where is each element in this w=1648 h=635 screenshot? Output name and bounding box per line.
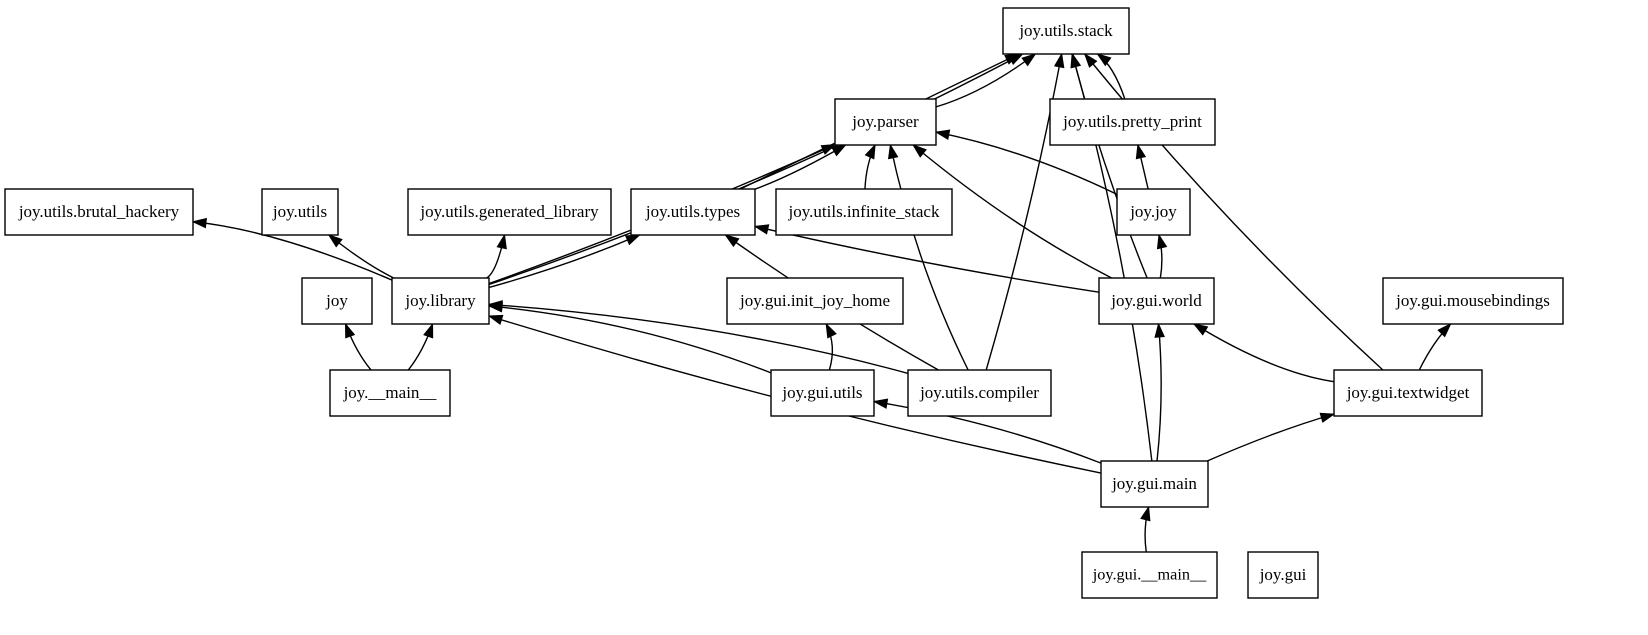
node-box-joy.gui.init_joy_home[interactable] (726, 277, 904, 325)
edge-arrowhead (911, 144, 927, 158)
node-joy.utils.brutal_hackery[interactable]: joy.utils.brutal_hackery (4, 188, 194, 236)
edge-joy.gui.main-to-joy.gui.textwidget (1206, 413, 1335, 462)
edge-joy.gui.world-to-joy.parser (912, 144, 1112, 279)
node-joy.utils.types[interactable]: joy.utils.types (630, 188, 756, 236)
node-box-joy.utils.infinite_stack[interactable] (775, 188, 953, 236)
edge-joy.joy-to-joy.parser (935, 131, 1118, 195)
node-joy.gui.utils[interactable]: joy.gui.utils (770, 369, 875, 417)
edge-joy.gui.main-to-joy.gui.utils (873, 400, 1102, 464)
edge-arrowhead (825, 322, 837, 339)
node-joy.utils.infinite_stack[interactable]: joy.utils.infinite_stack (775, 188, 953, 236)
edge-joy.utils.compiler-to-joy.utils.stack (985, 53, 1063, 371)
edge-arrowhead (1083, 52, 1098, 68)
node-joy.gui.mousebindings[interactable]: joy.gui.mousebindings (1382, 277, 1564, 325)
node-box-joy.gui.mousebindings[interactable] (1382, 277, 1564, 325)
node-joy.gui[interactable]: joy.gui (1247, 551, 1319, 599)
edge-arrowhead (887, 143, 899, 160)
edge-arrowhead (496, 233, 507, 250)
node-box-joy[interactable] (301, 277, 373, 325)
edge-joy.utils.compiler-to-joy.parser (889, 144, 969, 371)
edge-arrowhead (487, 300, 503, 311)
edge-arrowhead (820, 143, 837, 155)
edge-joy.utils.types-to-joy.parser (754, 144, 846, 190)
node-joy.joy[interactable]: joy.joy (1116, 188, 1191, 236)
node-box-joy.gui.textwidget[interactable] (1333, 369, 1483, 417)
edge-arrowhead (344, 322, 356, 339)
edge-joy.gui.world-to-joy.utils.types (754, 225, 1100, 293)
edge-arrowhead (487, 314, 504, 326)
node-joy.parser[interactable]: joy.parser (834, 98, 937, 146)
edge-joy.parser-to-joy.utils.stack (935, 53, 1036, 108)
edge-arrowhead (1140, 505, 1151, 522)
edge-joy.library-to-joy.utils.types (488, 234, 640, 289)
edge-arrowhead (1192, 323, 1209, 336)
node-box-joy.__main__[interactable] (329, 369, 451, 417)
edge-arrowhead (1096, 53, 1112, 67)
node-joy.gui.main[interactable]: joy.gui.main (1100, 460, 1209, 508)
node-joy.utils.pretty_print[interactable]: joy.utils.pretty_print (1049, 98, 1216, 146)
edge-arrowhead (1154, 322, 1165, 338)
node-joy.gui.world[interactable]: joy.gui.world (1098, 277, 1215, 325)
edge-arrowhead (1437, 322, 1452, 338)
node-joy[interactable]: joy (301, 277, 373, 325)
edge-arrowhead (1021, 53, 1037, 67)
node-box-joy.parser[interactable] (834, 98, 937, 146)
node-joy.gui.init_joy_home[interactable]: joy.gui.init_joy_home (726, 277, 904, 325)
node-box-joy.utils.compiler[interactable] (907, 369, 1052, 417)
edge-arrowhead (724, 234, 740, 248)
edge-arrowhead (831, 144, 847, 157)
node-joy.__main__[interactable]: joy.__main__ (329, 369, 451, 417)
edge-arrowhead (423, 322, 434, 339)
node-joy.library[interactable]: joy.library (391, 277, 490, 325)
edge-joy.gui.textwidget-to-joy.gui.world (1193, 323, 1335, 383)
node-joy.gui.__main__[interactable]: joy.gui.__main__ (1081, 551, 1218, 599)
edge-arrowhead (872, 398, 889, 409)
node-box-joy.utils[interactable] (261, 188, 339, 236)
edge-joy.gui.main-to-joy.gui.world (1156, 323, 1162, 462)
edge-arrowhead (1004, 53, 1020, 65)
edge-arrowhead (753, 224, 770, 235)
edge-arrowhead (1135, 143, 1147, 160)
node-joy.utils[interactable]: joy.utils (261, 188, 339, 236)
edge-arrowhead (1156, 233, 1168, 250)
node-box-joy.library[interactable] (391, 277, 490, 325)
nodes-layer: joy.utils.stack joy.parser joy.utils.prett… (4, 7, 1564, 599)
node-joy.gui.textwidget[interactable]: joy.gui.textwidget (1333, 369, 1483, 417)
edge-joy.gui.world-to-joy.utils.stack (1071, 53, 1148, 279)
node-box-joy.gui.utils[interactable] (770, 369, 875, 417)
edge-arrowhead (934, 129, 951, 140)
node-box-joy.utils.brutal_hackery[interactable] (4, 188, 194, 236)
node-box-joy.gui.main[interactable] (1100, 460, 1209, 508)
edge-joy.gui.utils-to-joy.library (488, 305, 772, 374)
node-box-joy.utils.stack[interactable] (1002, 7, 1130, 55)
edge-arrowhead (1070, 52, 1082, 69)
edge-arrowhead (864, 143, 876, 160)
node-box-joy.utils.generated_library[interactable] (407, 188, 612, 236)
edge-arrowhead (191, 217, 207, 229)
node-joy.utils.compiler[interactable]: joy.utils.compiler (907, 369, 1052, 417)
node-box-joy.gui.world[interactable] (1098, 277, 1215, 325)
edge-joy.utils.compiler-to-joy.library (488, 303, 909, 375)
node-joy.utils.generated_library[interactable]: joy.utils.generated_library (407, 188, 612, 236)
edge-joy.library-to-joy.utils.brutal_hackery (192, 221, 393, 281)
node-box-joy.utils.types[interactable] (630, 188, 756, 236)
edge-arrowhead (1319, 412, 1336, 423)
node-joy.utils.stack[interactable]: joy.utils.stack (1002, 7, 1130, 55)
edge-arrowhead (327, 234, 343, 248)
edge-arrowhead (1053, 52, 1065, 69)
node-box-joy.gui[interactable] (1247, 551, 1319, 599)
node-box-joy.gui.__main__[interactable] (1081, 551, 1218, 599)
edge-arrowhead (625, 234, 641, 246)
node-box-joy.joy[interactable] (1116, 188, 1191, 236)
node-box-joy.utils.pretty_print[interactable] (1049, 98, 1216, 146)
